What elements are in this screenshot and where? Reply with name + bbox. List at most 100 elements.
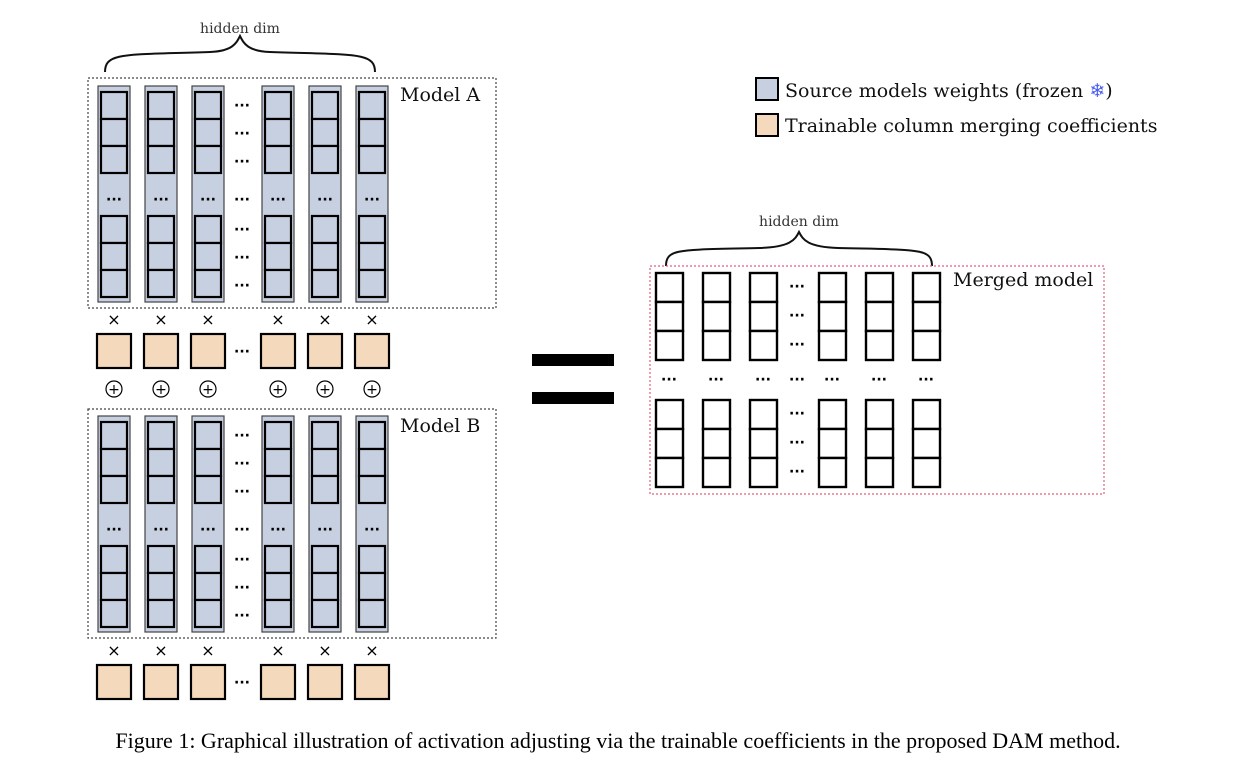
weight-cell	[263, 90, 293, 121]
column-ellipsis: ···	[270, 522, 286, 538]
merged-cell	[654, 427, 685, 460]
merged-cell	[748, 398, 779, 431]
merged-row-ellipsis: ···	[789, 435, 805, 451]
row-ellipsis: ···	[234, 222, 250, 238]
weight-column: ···	[355, 415, 389, 633]
weight-cell	[263, 241, 293, 272]
weight-cell	[357, 474, 387, 505]
coefficient-box	[95, 332, 133, 370]
weight-cell	[99, 268, 129, 299]
merged-column-ellipsis: ···	[708, 372, 724, 388]
merged-cell	[654, 329, 685, 362]
merged-cell	[654, 456, 685, 489]
multiply-sign: ×	[154, 641, 167, 660]
weight-cell	[357, 571, 387, 602]
merged-cell	[864, 271, 895, 304]
row-ellipsis: ···	[234, 250, 250, 266]
hidden-dim-label-a: hidden dim	[200, 21, 280, 37]
weight-cell	[310, 571, 340, 602]
merged-cell	[748, 427, 779, 460]
plus-circle-ring	[152, 380, 170, 398]
weight-cell	[193, 90, 223, 121]
merged-cell	[701, 456, 732, 489]
merged-cell	[817, 271, 848, 304]
merged-cell	[864, 456, 895, 489]
equals-sign	[532, 354, 614, 404]
plus-circle: +	[363, 380, 381, 398]
row-ellipsis: ···	[234, 98, 250, 114]
weight-cell	[99, 598, 129, 629]
weight-cell	[310, 268, 340, 299]
weight-cell	[146, 571, 176, 602]
merged-column-ellipsis: ···	[755, 372, 771, 388]
weight-cell	[310, 117, 340, 148]
row-ellipsis: ···	[234, 456, 250, 472]
weight-column: ···	[261, 415, 295, 633]
weight-cell	[357, 90, 387, 121]
merged-cell	[911, 456, 942, 489]
coefficient-box	[306, 332, 344, 370]
weight-cell	[146, 420, 176, 451]
plus-circle: +	[316, 380, 334, 398]
weight-cell	[193, 447, 223, 478]
weight-cell	[357, 144, 387, 175]
multiply-sign: ×	[107, 641, 120, 660]
merged-cell	[911, 300, 942, 333]
multiply-sign: ×	[154, 310, 167, 329]
model-a-frame	[87, 77, 497, 309]
weight-column: ···	[191, 85, 225, 303]
weight-column: ···	[261, 85, 295, 303]
merged-row-ellipsis: ···	[789, 337, 805, 353]
hidden-dim-label-merged: hidden dim	[759, 214, 839, 230]
weight-cell	[146, 598, 176, 629]
merged-cell	[748, 271, 779, 304]
weight-cell	[99, 144, 129, 175]
multiply-sign: ×	[201, 641, 214, 660]
plus-sign: +	[108, 382, 120, 398]
coefficient-box	[95, 663, 133, 701]
row-ellipsis: ···	[234, 278, 250, 294]
weight-cell	[99, 90, 129, 121]
multiply-sign: ×	[365, 641, 378, 660]
weight-cell	[99, 214, 129, 245]
merged-cell	[654, 300, 685, 333]
merged-cell	[864, 329, 895, 362]
weight-cell	[263, 474, 293, 505]
weight-column: ···	[355, 85, 389, 303]
coefficient-box	[306, 663, 344, 701]
merged-cell	[817, 398, 848, 431]
weight-cell	[193, 268, 223, 299]
plus-circle: +	[152, 380, 170, 398]
merged-cell	[748, 456, 779, 489]
merged-column-ellipsis: ···	[871, 372, 887, 388]
legend-swatch-trainable	[755, 113, 779, 137]
weight-cell	[310, 420, 340, 451]
merged-frame	[649, 265, 1105, 495]
coefficient-box	[259, 663, 297, 701]
weight-cell	[357, 447, 387, 478]
weight-column: ···	[144, 85, 178, 303]
plus-circle-ring	[269, 380, 287, 398]
merged-model: hidden dim ·····························…	[649, 214, 1105, 495]
merged-cell	[654, 398, 685, 431]
merged-cell	[817, 427, 848, 460]
column-ellipsis: ···	[270, 192, 286, 208]
weight-cell	[193, 420, 223, 451]
row-ellipsis: ···	[234, 428, 250, 444]
merged-cell	[701, 398, 732, 431]
weight-column: ···	[191, 415, 225, 633]
coefficient-box	[353, 663, 391, 701]
row-ellipsis: ···	[234, 608, 250, 624]
merged-model-label: Merged model	[953, 269, 1093, 291]
column-ellipsis: ···	[317, 522, 333, 538]
weight-cell	[357, 598, 387, 629]
coefficient-box	[142, 663, 180, 701]
column-ellipsis: ···	[200, 192, 216, 208]
coefficient-box	[353, 332, 391, 370]
merged-cell	[701, 427, 732, 460]
dam-diagram: hidden dim ··· ··· ··· ··· ··· ··· ··· ··· ··· ··…	[87, 21, 1157, 701]
row-ellipsis: ···	[234, 522, 250, 538]
coefficient-box	[259, 332, 297, 370]
weight-cell	[310, 214, 340, 245]
multiply-sign: ×	[271, 641, 284, 660]
